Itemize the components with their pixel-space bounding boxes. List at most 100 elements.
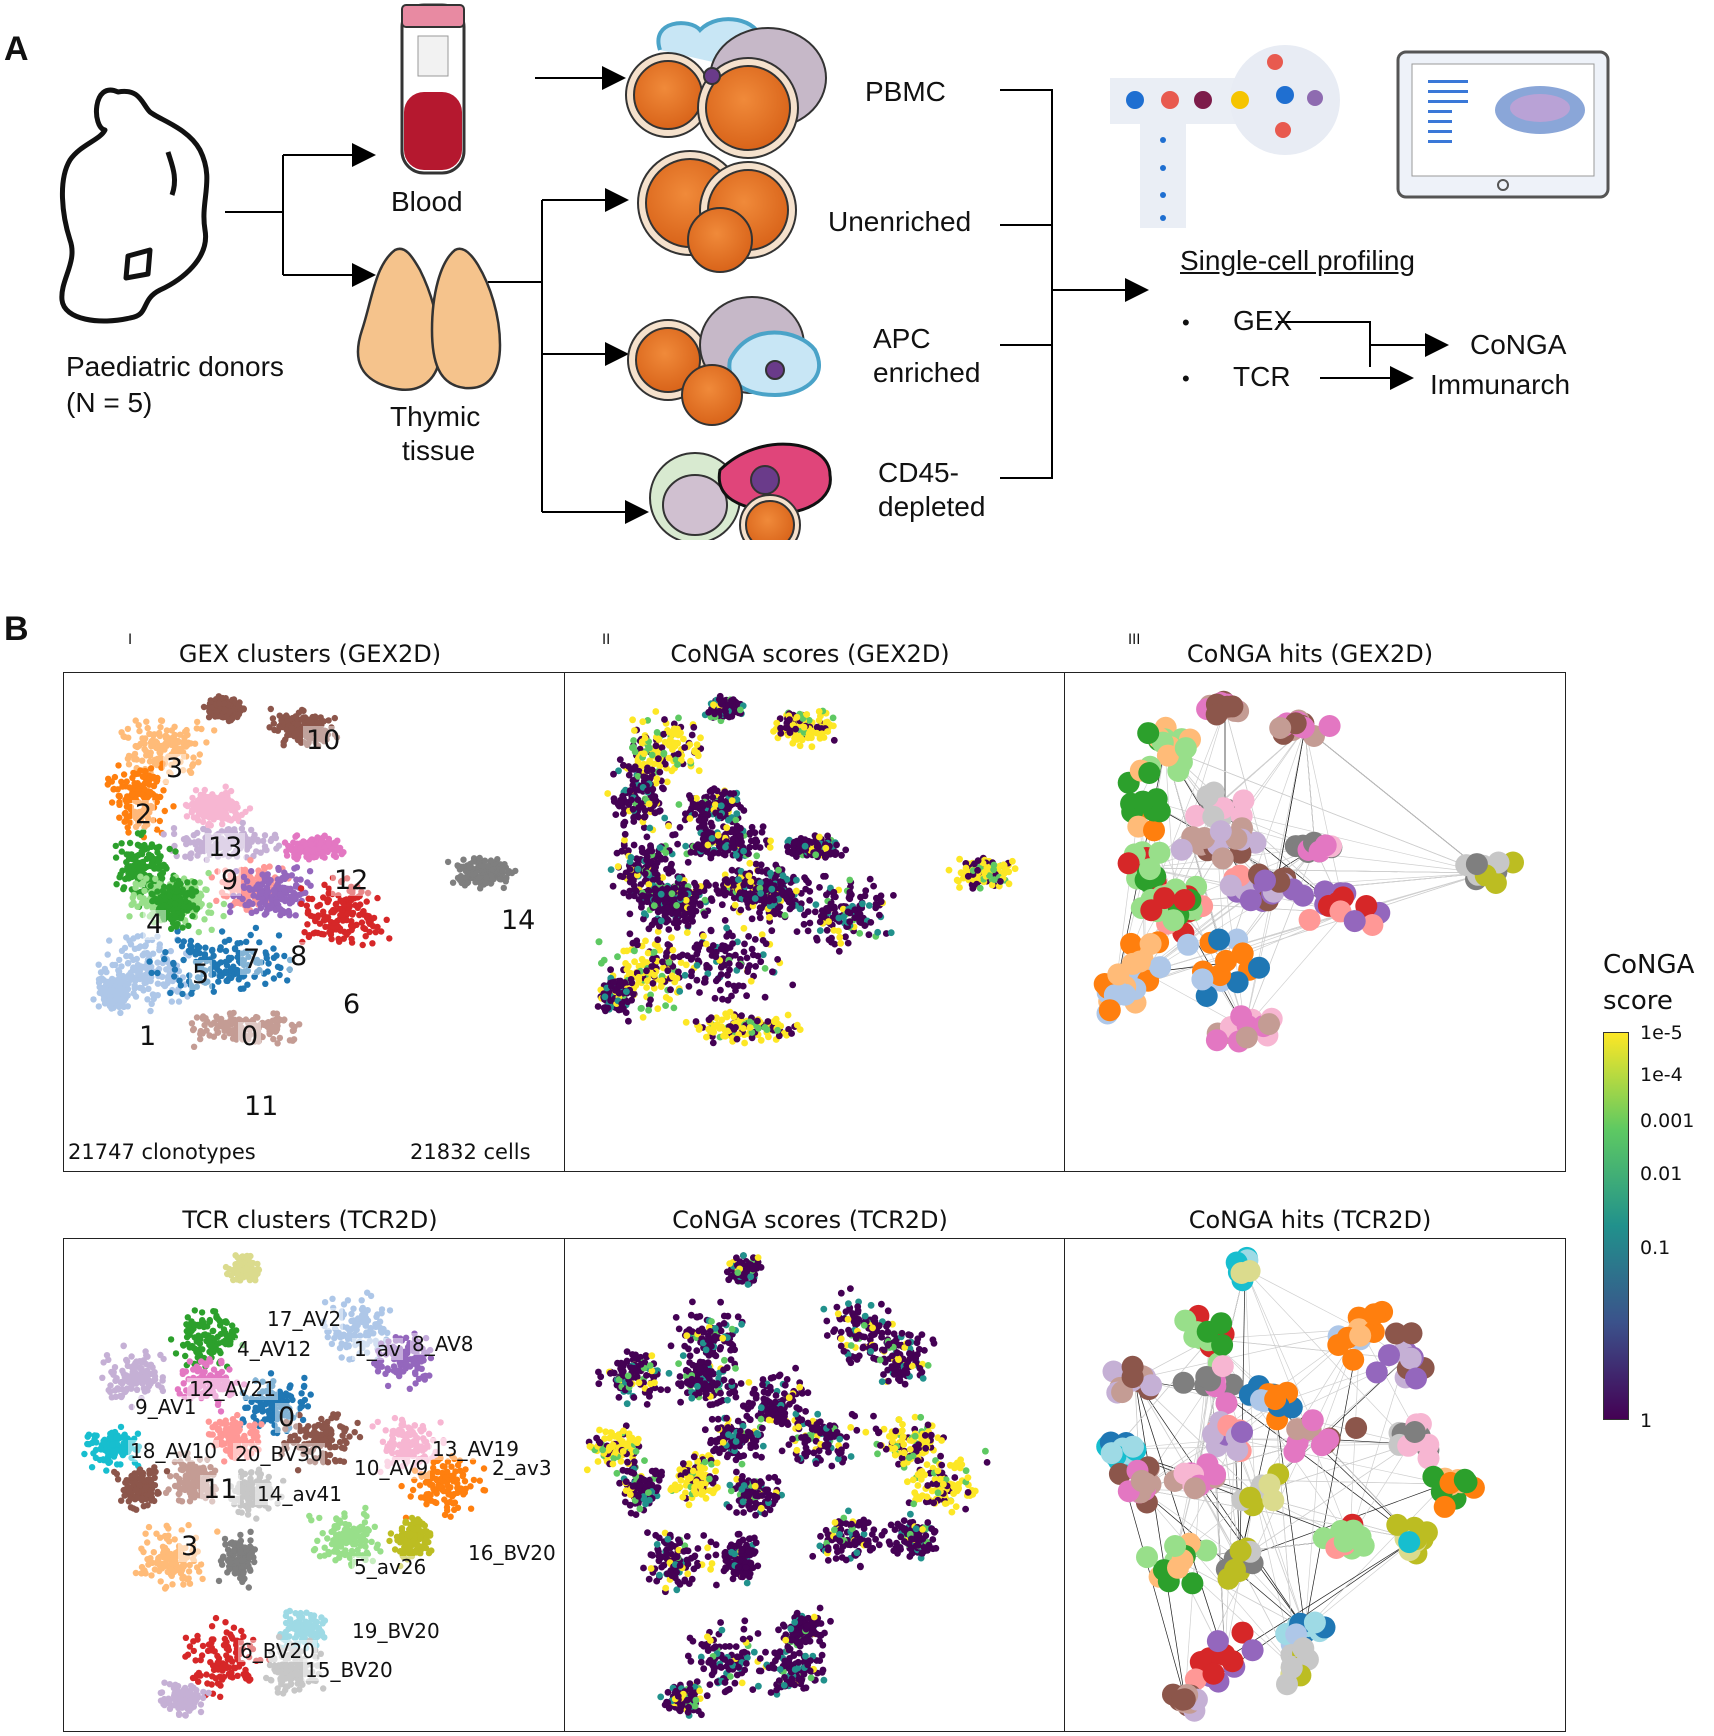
cell-point — [348, 889, 356, 896]
cell-point — [141, 746, 148, 753]
score-point — [866, 875, 874, 883]
cell-point — [195, 838, 202, 845]
score-point — [729, 932, 736, 940]
score-point — [693, 976, 701, 984]
cell-point — [277, 891, 284, 898]
cell-point — [280, 1017, 287, 1024]
cell-point — [135, 742, 143, 749]
cell-point — [378, 928, 385, 935]
cell-point — [214, 1029, 222, 1036]
cell-point — [194, 846, 201, 853]
cell-point — [220, 1033, 228, 1041]
score-point — [626, 866, 634, 873]
cell-point — [171, 753, 178, 760]
cell-point — [113, 881, 120, 888]
pbmc-cells-icon — [625, 17, 827, 159]
cell-point — [148, 911, 155, 918]
cell-point — [192, 787, 200, 794]
cell-point — [189, 1026, 197, 1034]
cell-point — [157, 793, 164, 801]
cell-point — [266, 905, 274, 912]
cell-point — [235, 1016, 243, 1023]
cell-point — [162, 778, 170, 785]
cell-point — [265, 960, 272, 967]
score-point — [630, 841, 638, 849]
cell-point — [234, 846, 242, 853]
score-point — [647, 858, 655, 866]
score-point — [827, 900, 835, 908]
score-point — [697, 902, 704, 909]
cell-point — [143, 718, 150, 725]
cell-point — [290, 889, 297, 896]
score-point — [990, 861, 998, 869]
score-point — [803, 711, 811, 718]
cell-point — [156, 946, 163, 954]
cell-point — [126, 839, 134, 847]
cell-point — [301, 929, 308, 936]
cell-point — [248, 826, 255, 834]
cell-point — [189, 912, 196, 920]
cell-point — [197, 1035, 204, 1043]
score-point — [732, 951, 739, 959]
score-point — [1011, 865, 1019, 873]
cell-point — [118, 947, 126, 954]
cell-point — [228, 806, 235, 814]
score-point — [716, 812, 724, 820]
cell-point — [235, 958, 243, 965]
score-point — [805, 730, 813, 737]
score-point — [610, 770, 617, 778]
score-point — [614, 953, 621, 961]
score-point — [761, 965, 769, 972]
cell-point — [225, 826, 232, 833]
score-point — [639, 804, 647, 812]
score-point — [707, 819, 715, 827]
score-point — [616, 756, 624, 763]
cell-point — [346, 901, 353, 909]
score-point — [825, 918, 832, 925]
cell-point — [230, 850, 238, 857]
cell-point — [276, 712, 283, 719]
title-conga-hits-gex: CoNGA hits (GEX2D) — [1186, 640, 1434, 668]
score-point — [687, 795, 695, 802]
cell-point — [316, 920, 324, 927]
score-point — [693, 941, 701, 949]
cell-point — [184, 802, 191, 810]
cell-point — [219, 821, 226, 828]
cell-point — [369, 940, 376, 947]
cell-point — [116, 988, 124, 995]
cell-point — [217, 946, 224, 953]
cell-point — [146, 758, 154, 765]
score-point — [804, 927, 812, 935]
cell-point — [149, 790, 156, 797]
cell-point — [158, 764, 165, 771]
cell-point — [125, 829, 132, 836]
cell-point — [263, 846, 270, 854]
score-point — [652, 742, 660, 750]
cell-point — [117, 979, 124, 986]
score-point — [753, 852, 761, 860]
score-point — [620, 761, 627, 769]
cell-point — [449, 879, 457, 886]
cell-point — [328, 935, 335, 943]
score-point — [631, 763, 639, 771]
cell-point — [154, 933, 161, 940]
cell-point — [188, 1020, 196, 1027]
cell-point — [112, 854, 120, 861]
score-point — [666, 996, 673, 1003]
score-point — [676, 824, 684, 831]
score-point — [629, 777, 637, 784]
score-point — [682, 842, 690, 850]
score-point — [630, 814, 638, 822]
cell-point — [189, 762, 196, 769]
cell-point — [137, 881, 145, 888]
cell-point — [123, 952, 130, 960]
cell-point — [304, 879, 311, 886]
cell-point — [274, 1040, 281, 1047]
cell-point — [323, 896, 331, 903]
score-point — [693, 803, 701, 811]
cell-point — [146, 809, 153, 816]
score-point — [711, 801, 719, 809]
cell-point — [147, 1007, 154, 1015]
roman-3: III — [1128, 632, 1141, 648]
cell-point — [160, 981, 167, 988]
